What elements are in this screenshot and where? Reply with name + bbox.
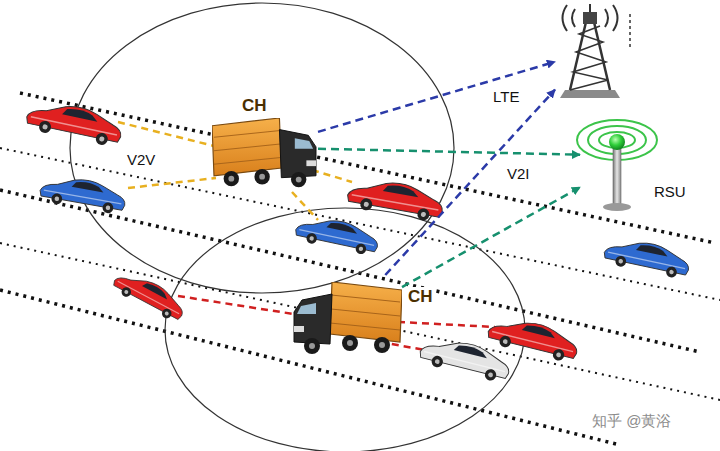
node-label: RSU bbox=[652, 183, 688, 201]
truck bbox=[294, 282, 402, 354]
roadside-unit: RSU bbox=[580, 100, 692, 212]
lte-tower bbox=[629, 14, 631, 50]
rsu-antenna bbox=[603, 203, 631, 211]
v2v-link bbox=[398, 322, 495, 327]
car bbox=[24, 97, 125, 149]
rsu-antenna bbox=[609, 134, 625, 150]
car bbox=[24, 97, 692, 384]
lte-tower bbox=[563, 5, 618, 31]
car bbox=[110, 266, 189, 324]
car bbox=[38, 173, 128, 216]
v2v-link bbox=[292, 192, 318, 220]
lte-tower bbox=[570, 26, 608, 90]
wireless-link bbox=[402, 187, 580, 287]
v2v-link bbox=[178, 296, 300, 315]
watermark: 知乎 @黄浴 bbox=[590, 412, 673, 430]
car bbox=[485, 313, 581, 365]
node-label: LTE bbox=[491, 88, 521, 106]
lane-lines bbox=[0, 93, 720, 445]
cluster-circle bbox=[70, 3, 525, 451]
node-label: CH bbox=[240, 96, 269, 116]
car bbox=[294, 212, 381, 257]
car bbox=[602, 235, 692, 281]
cluster-circle bbox=[70, 3, 454, 293]
cluster-circle bbox=[165, 208, 525, 451]
lane-lines bbox=[0, 148, 720, 300]
lte-tower bbox=[583, 12, 597, 24]
wireless-link bbox=[318, 149, 580, 155]
truck bbox=[212, 118, 316, 187]
cluster-head: CH bbox=[288, 275, 402, 363]
cluster-head: CH bbox=[212, 100, 318, 195]
wireless-link bbox=[385, 90, 555, 275]
rsu-antenna bbox=[613, 148, 621, 206]
link-type-label: V2V bbox=[125, 151, 157, 169]
v2v-link bbox=[128, 178, 216, 188]
truck bbox=[212, 118, 402, 354]
rsu-antenna bbox=[588, 126, 646, 154]
lte-tower bbox=[560, 90, 620, 98]
node-label: CH bbox=[406, 287, 435, 307]
lte-tower bbox=[589, 4, 591, 12]
lane-lines bbox=[0, 243, 720, 400]
v2v-link bbox=[118, 122, 214, 146]
rsu-antenna bbox=[577, 120, 657, 211]
car bbox=[346, 175, 446, 223]
wireless-link bbox=[318, 62, 555, 132]
car bbox=[417, 333, 513, 385]
lte-base-station: LTE bbox=[555, 5, 625, 98]
lane-lines bbox=[20, 93, 715, 243]
lte-tower bbox=[560, 4, 630, 98]
v2v-link bbox=[312, 170, 352, 182]
link-type-label: V2I bbox=[505, 165, 532, 183]
